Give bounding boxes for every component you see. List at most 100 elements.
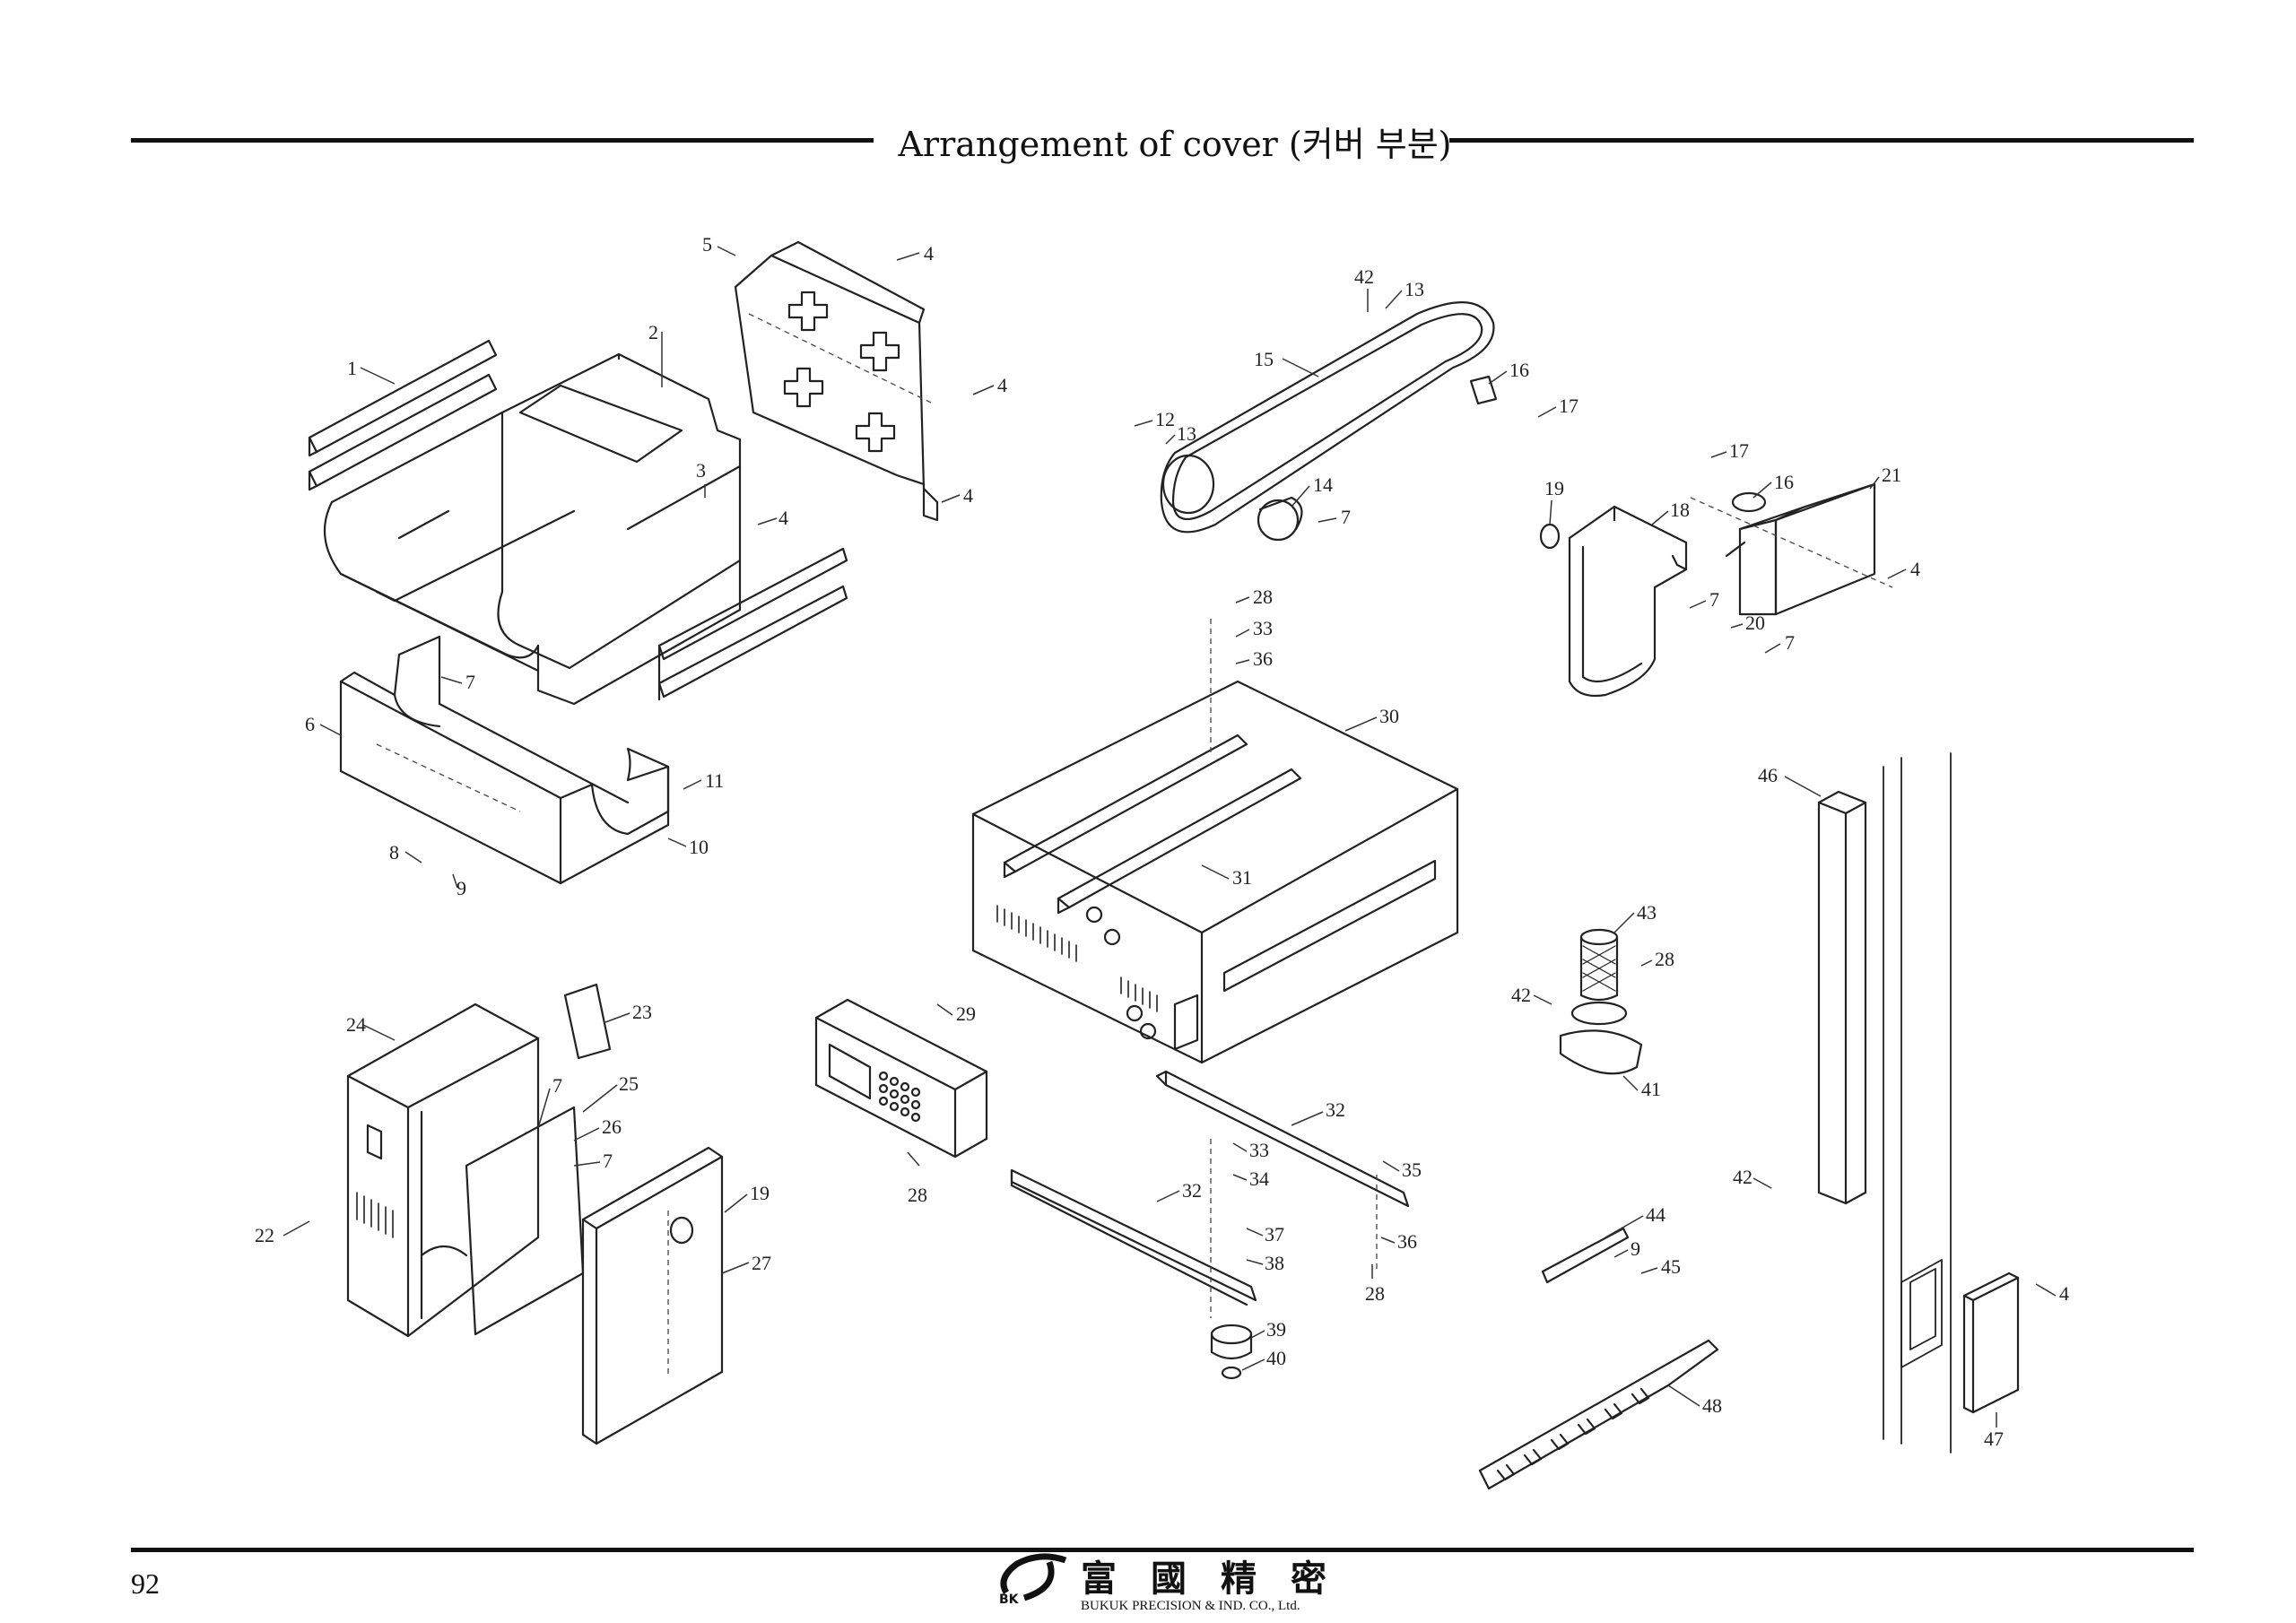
callout-16a: 16 bbox=[1509, 359, 1529, 381]
part-angle-strip bbox=[657, 547, 848, 701]
callout-36b: 36 bbox=[1397, 1230, 1417, 1253]
callout-30: 30 bbox=[1379, 705, 1399, 727]
alignment-dash-lines bbox=[376, 313, 1893, 1376]
callout-43: 43 bbox=[1637, 901, 1657, 924]
part-small-plate-23 bbox=[563, 983, 612, 1060]
part-side-plate-5 bbox=[734, 240, 939, 522]
callout-4b: 4 bbox=[997, 374, 1007, 396]
part-angle-bracket-1 bbox=[308, 339, 498, 491]
part-knob-43 bbox=[1559, 928, 1643, 1075]
callout-16b: 16 bbox=[1774, 471, 1794, 493]
callout-24: 24 bbox=[346, 1013, 366, 1036]
callout-6: 6 bbox=[305, 713, 315, 735]
callout-4a: 4 bbox=[924, 242, 934, 265]
callout-40: 40 bbox=[1266, 1347, 1286, 1369]
callout-26: 26 bbox=[602, 1115, 622, 1138]
callout-29: 29 bbox=[956, 1002, 976, 1025]
callout-7b: 7 bbox=[1341, 506, 1351, 528]
frame-rails bbox=[1883, 752, 1952, 1454]
callout-28d: 28 bbox=[1365, 1282, 1385, 1305]
callout-23: 23 bbox=[632, 1001, 652, 1023]
callout-13b: 13 bbox=[1177, 422, 1196, 445]
callout-4f: 4 bbox=[2059, 1282, 2069, 1305]
company-name-cjk: 富國精密 bbox=[1081, 1558, 1361, 1600]
callout-42c: 42 bbox=[1733, 1166, 1752, 1188]
callout-9b: 9 bbox=[1631, 1237, 1640, 1260]
callout-45: 45 bbox=[1661, 1255, 1681, 1278]
callout-labels: 1 2 3 4 4 4 4 4 4 5 6 7 7 7 7 7 7 8 9 9 … bbox=[255, 233, 2069, 1450]
housing-vent-slots bbox=[996, 905, 1158, 1012]
callout-28c: 28 bbox=[908, 1184, 927, 1206]
callout-5: 5 bbox=[702, 233, 712, 256]
callout-38: 38 bbox=[1265, 1252, 1284, 1274]
part-upper-hood-2 bbox=[323, 352, 742, 706]
callout-10: 10 bbox=[689, 836, 709, 858]
callout-48: 48 bbox=[1702, 1394, 1722, 1417]
leader-lines bbox=[283, 246, 2057, 1428]
part-mount-plate-26 bbox=[465, 1106, 585, 1336]
callout-44: 44 bbox=[1646, 1203, 1665, 1226]
part-cover-plate-47 bbox=[1962, 1271, 2020, 1414]
callout-41: 41 bbox=[1641, 1078, 1661, 1100]
electric-box-vents bbox=[356, 1192, 394, 1238]
callout-7d: 7 bbox=[1785, 631, 1795, 654]
callout-46: 46 bbox=[1758, 764, 1778, 786]
callout-7a: 7 bbox=[465, 671, 475, 693]
callout-28a: 28 bbox=[1253, 586, 1273, 608]
callout-17b: 17 bbox=[1729, 439, 1749, 462]
callout-11: 11 bbox=[705, 769, 724, 792]
callout-22: 22 bbox=[255, 1224, 274, 1246]
callout-14: 14 bbox=[1313, 473, 1333, 496]
callout-4e: 4 bbox=[1910, 558, 1920, 580]
part-door-panel-27 bbox=[581, 1146, 724, 1445]
part-hook-bracket-18 bbox=[1539, 505, 1688, 698]
callout-35: 35 bbox=[1402, 1159, 1422, 1181]
company-name-en: BUKUK PRECISION & IND. CO., Ltd. bbox=[1081, 1599, 1300, 1613]
callout-4c: 4 bbox=[963, 484, 973, 507]
callout-7c: 7 bbox=[1709, 588, 1719, 611]
keypad-keys bbox=[878, 1071, 921, 1123]
part-bottom-rail-32 bbox=[1010, 1070, 1410, 1306]
callout-42a: 42 bbox=[1354, 265, 1374, 288]
part-rail-31 bbox=[1003, 733, 1302, 915]
callout-15: 15 bbox=[1254, 348, 1274, 370]
part-cover-box-21 bbox=[1725, 482, 1876, 616]
callout-7f: 7 bbox=[603, 1150, 613, 1172]
callout-33b: 33 bbox=[1249, 1139, 1269, 1161]
part-electric-box-24 bbox=[346, 1002, 540, 1338]
callout-47: 47 bbox=[1984, 1428, 2004, 1450]
callout-17a: 17 bbox=[1559, 395, 1578, 417]
part-column-46 bbox=[1817, 790, 1867, 1205]
callout-12: 12 bbox=[1155, 408, 1175, 430]
callout-19b: 19 bbox=[750, 1182, 770, 1204]
callout-7e: 7 bbox=[552, 1074, 562, 1097]
callout-21: 21 bbox=[1882, 464, 1901, 486]
callout-13a: 13 bbox=[1405, 278, 1424, 300]
header-rule-right bbox=[1449, 138, 2194, 143]
callout-28b: 28 bbox=[1655, 948, 1674, 970]
logo-mark-text: BK bbox=[999, 1593, 1020, 1607]
part-belt-15 bbox=[1160, 301, 1498, 542]
part-foot-39 bbox=[1210, 1324, 1253, 1380]
callout-1: 1 bbox=[347, 357, 357, 379]
callout-42b: 42 bbox=[1511, 984, 1531, 1006]
callout-37: 37 bbox=[1265, 1223, 1284, 1245]
callout-32b: 32 bbox=[1182, 1179, 1202, 1202]
callout-32a: 32 bbox=[1326, 1098, 1345, 1121]
part-serrated-bar-48 bbox=[1478, 1339, 1719, 1490]
callout-19a: 19 bbox=[1544, 477, 1564, 499]
callout-8: 8 bbox=[389, 841, 399, 864]
callout-9a: 9 bbox=[457, 877, 466, 899]
knob-knurl bbox=[1582, 945, 1616, 992]
page-title: Arrangement of cover (커버 부분) bbox=[898, 125, 1452, 164]
callout-36a: 36 bbox=[1253, 647, 1273, 670]
callout-27: 27 bbox=[752, 1252, 771, 1274]
page-number: 92 bbox=[131, 1567, 160, 1600]
callout-4d: 4 bbox=[778, 507, 788, 529]
callout-25: 25 bbox=[619, 1072, 639, 1095]
part-lower-tray-6 bbox=[339, 635, 670, 885]
callout-3: 3 bbox=[696, 459, 706, 482]
callout-33a: 33 bbox=[1253, 617, 1273, 639]
callout-2: 2 bbox=[648, 321, 658, 343]
